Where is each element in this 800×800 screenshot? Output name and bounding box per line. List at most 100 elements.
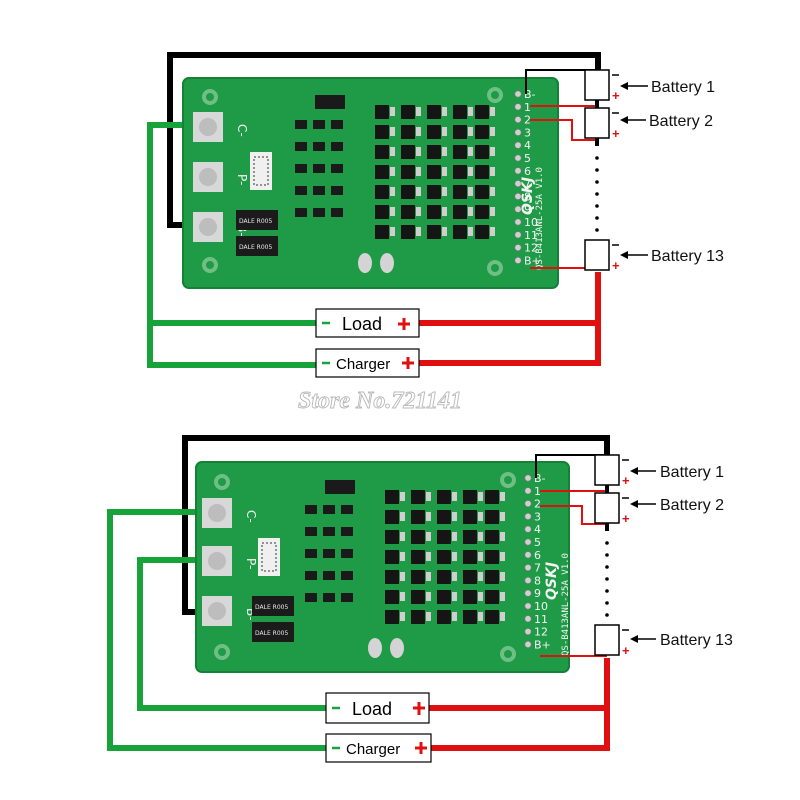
- pin-label: 7: [534, 562, 541, 575]
- mosfet-chip: [437, 550, 451, 564]
- mosfet-chip: [427, 185, 441, 199]
- mosfet-chip: [453, 225, 467, 239]
- lead-2: [540, 505, 607, 525]
- mosfet-chip: [427, 105, 441, 119]
- header-pin: [524, 512, 532, 520]
- svg-text:+: +: [622, 473, 630, 488]
- mosfet-chip: [385, 550, 399, 564]
- mosfet-chip: [437, 510, 451, 524]
- pin-label: 4: [534, 523, 541, 536]
- header-pin: [514, 116, 522, 124]
- mosfet-chip: [427, 205, 441, 219]
- mosfet-chip: [475, 105, 489, 119]
- svg-text:DALE R005: DALE R005: [239, 244, 272, 251]
- header-pin: [524, 500, 532, 508]
- mosfet-chip: [463, 510, 477, 524]
- header-pin: [524, 525, 532, 533]
- mosfet-chip: [411, 550, 425, 564]
- mosfet-chip: [375, 125, 389, 139]
- mosfet-chip: [375, 205, 389, 219]
- mosfet-chip: [401, 225, 415, 239]
- mosfet-chip: [385, 490, 399, 504]
- pin-label: 10: [524, 216, 538, 229]
- battery-2-label: Battery 2: [649, 113, 713, 130]
- mosfet-chip: [427, 145, 441, 159]
- mosfet-chip: [475, 145, 489, 159]
- shunt-resistor: [236, 236, 278, 256]
- mosfet-chip: [375, 165, 389, 179]
- mosfet-chip: [453, 185, 467, 199]
- mosfet-chip: [411, 570, 425, 584]
- mosfet-chip: [475, 185, 489, 199]
- pad-label-p: P-: [244, 558, 258, 569]
- pin-label: 5: [534, 536, 541, 549]
- header-pin: [514, 256, 522, 264]
- header-pin: [514, 244, 522, 252]
- load-label: Load: [342, 314, 382, 334]
- mosfet-chip: [463, 490, 477, 504]
- mosfet-chip: [385, 510, 399, 524]
- pin-label: 12: [524, 242, 538, 255]
- pin-label: 6: [534, 549, 541, 562]
- mosfet-chip: [437, 530, 451, 544]
- charger-label: Charger: [336, 356, 390, 373]
- board-logo: QSKJ: [520, 177, 536, 215]
- pin-label: 3: [534, 510, 541, 523]
- charger-label: Charger: [346, 741, 400, 758]
- board-model-text: QS-B413ANL-25A V1.0: [561, 553, 571, 656]
- black-wire-b-minus: [182, 435, 610, 615]
- header-pin: [524, 487, 532, 495]
- mosfet-chip: [401, 205, 415, 219]
- mosfet-chip: [463, 570, 477, 584]
- pin-label: 10: [534, 600, 548, 613]
- pin-label: 2: [524, 114, 531, 127]
- header-pin: [514, 180, 522, 188]
- mosfet-array: [305, 480, 505, 658]
- shunt-resistor: [252, 596, 294, 616]
- pad-label-p: P-: [235, 174, 249, 185]
- svg-text:+: +: [622, 643, 630, 658]
- battery-13: +: [584, 239, 620, 273]
- red-wire-charger: [418, 323, 601, 366]
- mosfet-chip: [485, 590, 499, 604]
- header-pin: [514, 128, 522, 136]
- mosfet-chip: [427, 125, 441, 139]
- mosfet-chip: [437, 490, 451, 504]
- load-box: Load: [315, 308, 420, 338]
- header-pin: [524, 564, 532, 572]
- pin-label: 7: [524, 178, 531, 191]
- mosfet-chip: [485, 530, 499, 544]
- mosfet-chip: [411, 590, 425, 604]
- mosfet-chip: [401, 145, 415, 159]
- battery-1: +: [584, 69, 620, 103]
- lead-2: [530, 119, 598, 141]
- mosfet-chip: [453, 105, 467, 119]
- mosfet-chip: [463, 530, 477, 544]
- header-pin: [514, 154, 522, 162]
- mosfet-chip: [475, 165, 489, 179]
- mosfet-chip: [463, 590, 477, 604]
- bottom-diagram: C- P- B- DALE R005 DALE R005 QS-B413ANL-…: [107, 435, 733, 763]
- mosfet-chip: [485, 570, 499, 584]
- mosfet-chip: [453, 145, 467, 159]
- green-wire-c-minus: [107, 509, 330, 751]
- mosfet-chip: [411, 530, 425, 544]
- pin-label: B-: [534, 472, 546, 485]
- header-pin: [524, 474, 532, 482]
- pad-label-c: C-: [235, 124, 249, 137]
- pin-label: 8: [524, 190, 531, 203]
- pin-label: B+: [524, 254, 541, 267]
- green-wire-p-minus: [137, 557, 326, 711]
- mosfet-chip: [463, 610, 477, 624]
- pin-label: 3: [524, 126, 531, 139]
- load-label: Load: [352, 699, 392, 719]
- svg-text:DALE R005: DALE R005: [239, 218, 272, 225]
- top-diagram: C- P- B- DALE R005 DALE R005 QS-B413ANL-…: [147, 52, 724, 378]
- mosfet-chip: [401, 125, 415, 139]
- pin-label: 5: [524, 152, 531, 165]
- pin-label: 11: [524, 229, 538, 242]
- mosfet-chip: [437, 610, 451, 624]
